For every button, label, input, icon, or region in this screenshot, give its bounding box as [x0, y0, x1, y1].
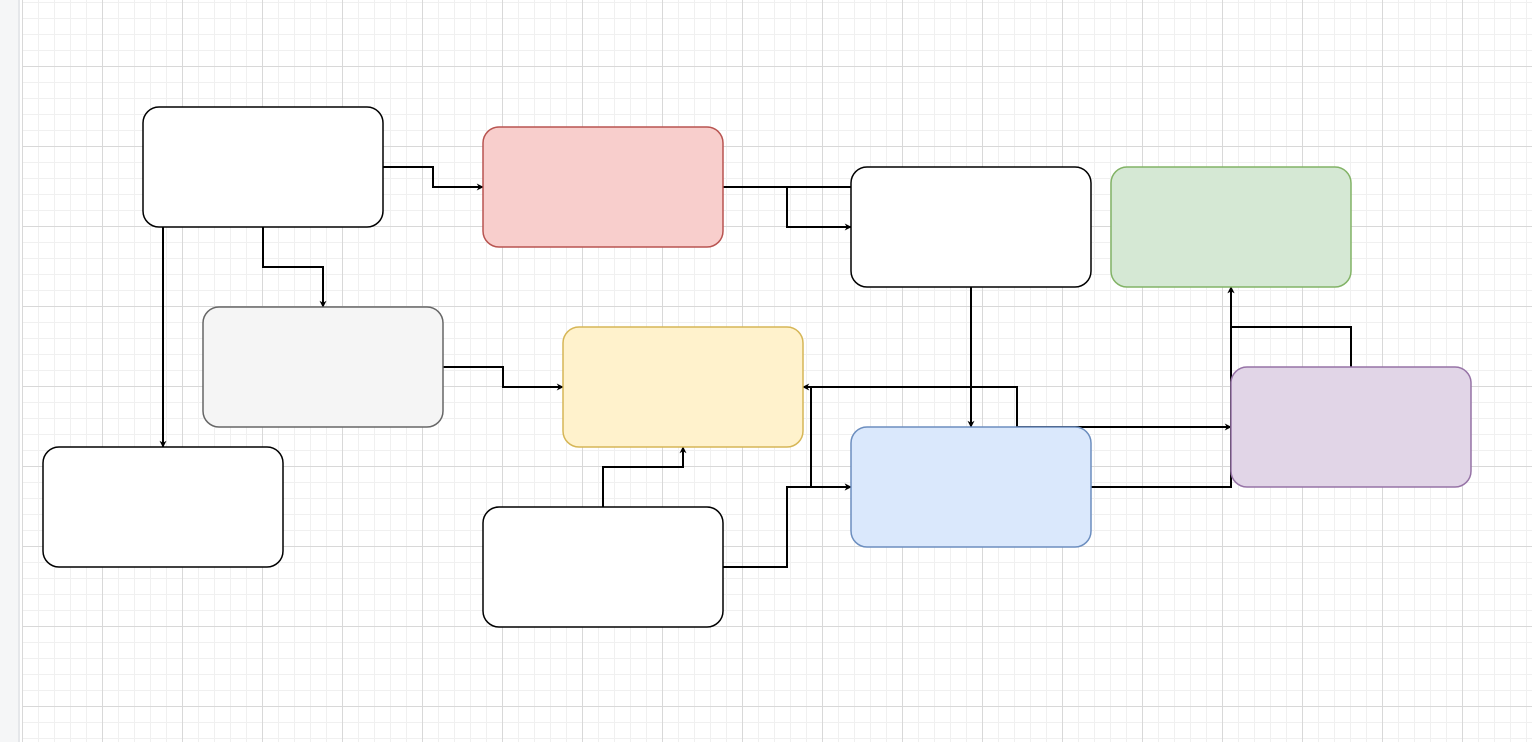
diagram-node-8[interactable]: [850, 426, 1092, 548]
connector-arrow[interactable]: [1091, 286, 1235, 488]
diagram-node-1[interactable]: [142, 106, 384, 228]
connector-arrow[interactable]: [1227, 286, 1352, 367]
left-sidebar-edge: [0, 0, 20, 742]
connector-arrow[interactable]: [802, 383, 1018, 427]
connector-arrow[interactable]: [602, 446, 687, 507]
diagram-node-9[interactable]: [1230, 366, 1472, 488]
connector-arrow[interactable]: [443, 366, 564, 391]
connector-arrow[interactable]: [810, 387, 852, 491]
diagram-node-5[interactable]: [202, 306, 444, 428]
connector-arrow[interactable]: [262, 227, 327, 308]
diagram-node-6[interactable]: [562, 326, 804, 448]
diagram-node-2[interactable]: [482, 126, 724, 248]
diagram-node-3[interactable]: [850, 166, 1092, 288]
connector-arrow[interactable]: [723, 186, 852, 231]
diagram-node-7[interactable]: [42, 446, 284, 568]
connector-arrow[interactable]: [383, 166, 484, 191]
nodes-layer: [42, 106, 1472, 628]
diagram-node-10[interactable]: [482, 506, 724, 628]
diagram-node-4[interactable]: [1110, 166, 1352, 288]
connector-arrow[interactable]: [723, 483, 852, 568]
